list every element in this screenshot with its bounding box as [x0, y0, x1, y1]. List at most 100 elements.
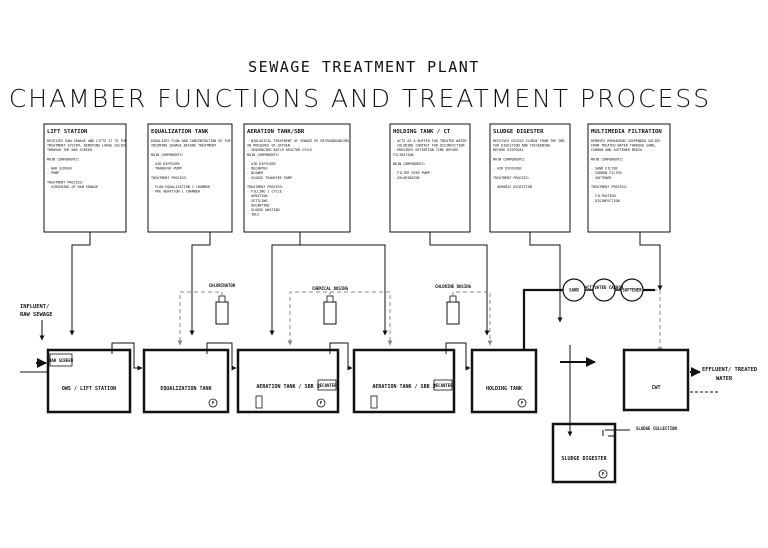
card-4-line: - ACTS AS A BUFFER FOR TREATED WATER — [393, 139, 467, 143]
card-5-line: - AIR DIFFUSER — [493, 167, 523, 171]
card-1-line: TREATMENT PROCESS: — [47, 180, 84, 184]
card-6-line: - SAND FILTER — [591, 167, 618, 171]
card-connectors — [69, 232, 663, 336]
card-5-line: BEFORE DISPOSAL — [493, 148, 524, 152]
tank-digester-label: SLUDGE DIGESTER — [561, 456, 607, 462]
dosing-tank-1: CHLORINATOR — [209, 283, 236, 325]
card-1-line: RECEIVES RAW SEWAGE AND LIFTS IT TO THE — [47, 139, 127, 143]
tank-holding: HOLDING TANK P — [470, 348, 538, 414]
filter-train: SAND ACTIVATED CARBON SOFTENER — [562, 278, 644, 302]
card-4-line: MAIN COMPONENTS: — [393, 162, 426, 166]
tank-equalization: EQUALIZATION TANK P — [142, 348, 230, 414]
decanter-2-label: DECANTER — [433, 383, 453, 388]
tank-eq-label: EQUALIZATION TANK — [160, 386, 211, 392]
dosing-tank-1-label: CHLORINATOR — [209, 283, 236, 288]
card-3-line: - SLUDGE WASTING — [247, 208, 280, 212]
card-6-line: MAIN COMPONENTS: — [591, 157, 624, 161]
title-line-2: CHAMBER FUNCTIONS AND TREATMENT PROCESS — [9, 84, 711, 113]
card-6-line: - CARBON FILTER — [591, 171, 623, 175]
card-2-line: - FLOW EQUALIZATION 1 CHAMBER — [151, 185, 211, 189]
card-5-line: FOR DIGESTION AND THICKENING — [493, 144, 550, 148]
influent-label-2: RAW SEWAGE — [20, 312, 52, 318]
card-4-heading: HOLDING TANK / CT — [393, 129, 451, 135]
tank-aer1-label: AERATION TANK / SBR 1 — [256, 384, 319, 390]
card-3-line: MAIN COMPONENTS: — [247, 153, 280, 157]
card-6-line: - FILTRATION — [591, 194, 616, 198]
effluent-label-1: EFFLUENT/ TREATED — [702, 367, 757, 373]
card-5-line: TREATMENT PROCESS: — [493, 176, 530, 180]
card-1-line: - SCREENING OF RAW SEWAGE — [47, 185, 98, 189]
tank-lift-label: OWS / LIFT STATION — [62, 386, 116, 392]
card-2-line: - PRE AERATION 1 CHAMBER — [151, 190, 201, 194]
card-4-line: - CHLORINATOR — [393, 176, 420, 180]
card-6-line: - DISINFECTION — [591, 199, 620, 203]
title-line-1: SEWAGE TREATMENT PLANT — [248, 58, 480, 76]
carbon-filter-label: ACTIVATED CARBON — [585, 285, 624, 290]
card-4-line: - FILTER FEED PUMP — [393, 171, 430, 175]
card-6-line: FROM TREATED WATER THROUGH SAND, — [591, 144, 656, 148]
influent-label-1: INFLUENT/ — [20, 304, 49, 310]
card-3-line: - DECANTING — [247, 203, 269, 207]
card-2-line: EQUALIZES FLOW AND CONCENTRATION OF THE — [151, 139, 231, 143]
dosing-tank-3-label: CHLORINE DOSING — [435, 284, 472, 289]
dosing-tank-2-label: CHEMICAL DOSING — [312, 286, 349, 291]
card-5-line: - AEROBIC DIGESTION — [493, 185, 532, 189]
card-6-line: - SOFTENER — [591, 176, 612, 180]
card-2-line: - AIR DIFFUSER — [151, 162, 181, 166]
card-4-line: - CHLORINE CONTACT FOR DISINFECTION — [393, 144, 464, 148]
card-3-line: - AERATION — [247, 194, 267, 198]
tank-clear-water: CWT — [622, 348, 690, 412]
tank-sludge-digester: SLUDGE DIGESTER P SLUDGE COLLECTION — [551, 422, 678, 484]
sludge-collection-label: SLUDGE COLLECTION — [636, 426, 678, 431]
bar-screen-label: BAR SCREEN — [49, 358, 74, 363]
card-6-line: CARBON AND SOFTENER MEDIA — [591, 148, 642, 152]
sand-filter-label: SAND — [569, 288, 579, 293]
aer1-pump-icon: P — [320, 401, 323, 406]
tank-lift-station: BAR SCREEN OWS / LIFT STATION — [46, 348, 132, 414]
card-5-line: MAIN COMPONENTS: — [493, 157, 526, 161]
card-1-line: - BAR SCREEN — [47, 167, 72, 171]
card-1-line: THROUGH THE BAR SCREEN — [47, 148, 92, 152]
card-2: EQUALIZATION TANK EQUALIZES FLOW AND CONC… — [147, 123, 233, 233]
card-2-line: TREATMENT PROCESS: — [151, 176, 188, 180]
card-3-line: - AIR DIFFUSER — [247, 162, 277, 166]
card-6-line: REMOVES REMAINING SUSPENDED SOLIDS — [591, 139, 660, 143]
card-4-line: - PROVIDES RETENTION TIME BEFORE — [393, 148, 458, 152]
card-2-line: MAIN COMPONENTS: — [151, 153, 184, 157]
tank-aeration-2: DECANTER AERATION TANK / SBR 2 — [352, 348, 456, 414]
card-6-line: TREATMENT PROCESS: — [591, 185, 628, 189]
card-3-line: - DECANTER — [247, 167, 268, 171]
tank-ct-label: CWT — [651, 385, 660, 391]
card-4: HOLDING TANK / CT - ACTS AS A BUFFER FOR … — [389, 123, 471, 233]
card-5-heading: SLUDGE DIGESTER — [493, 129, 544, 135]
card-3-line: - BLOWER — [247, 171, 264, 175]
card-3-line: - IDLE — [247, 213, 259, 217]
card-2-line: - TRANSFER PUMP — [151, 167, 182, 171]
dashed-lines — [177, 289, 663, 353]
softener-label: SOFTENER — [622, 288, 642, 293]
card-5-line: RECEIVES EXCESS SLUDGE FROM THE SBR — [493, 139, 565, 143]
card-1-line: TREATMENT SYSTEM, REMOVING LARGE SOLIDS — [47, 144, 127, 148]
card-3-line: - SLUDGE TRANSFER PUMP — [247, 176, 292, 180]
card-3-line: IN PRESENCE OF OXYGEN — [247, 144, 290, 148]
card-1-line: MAIN COMPONENTS: — [47, 157, 80, 161]
card-2-heading: EQUALIZATION TANK — [151, 129, 209, 135]
card-3-line: - FILLING 1 CYCLE — [247, 190, 282, 194]
decanter-1-label: DECANTER — [317, 383, 337, 388]
card-5: SLUDGE DIGESTER RECEIVES EXCESS SLUDGE FR… — [489, 123, 571, 233]
card-3-heading: AERATION TANK/SBR — [247, 129, 305, 135]
dosing-tank-2: CHEMICAL DOSING — [312, 286, 349, 325]
card-3-line: - BIOLOGICAL TREATMENT OF SEWAGE BY MICR… — [247, 139, 349, 143]
card-3-line: - SEQUENCING BATCH REACTOR CYCLE — [247, 148, 312, 152]
digester-pump-icon: P — [602, 472, 605, 477]
card-2-line: INCOMING SEWAGE BEFORE TREATMENT — [151, 144, 216, 148]
dosing-tank-3: CHLORINE DOSING — [435, 284, 472, 325]
tank-aer2-label: AERATION TANK / SBR 2 — [372, 384, 435, 390]
process-pipes — [522, 288, 655, 350]
eq-pump-icon: P — [212, 401, 215, 406]
